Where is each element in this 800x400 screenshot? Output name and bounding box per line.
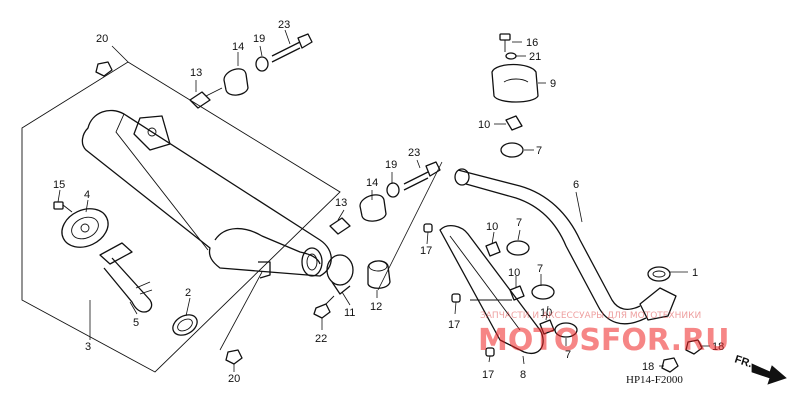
bolt-22 [313,295,335,319]
gasket-1 [647,266,671,282]
sleeve-12 [367,260,391,289]
callout-10-a: 10 [478,119,490,131]
callout-10-c: 10 [508,267,520,279]
callout-17-c: 17 [482,369,494,381]
callout-7-a: 7 [536,145,542,157]
callout-13-mid: 13 [335,197,347,209]
front-arrow-icon [751,363,787,385]
joint-collar [491,63,539,103]
callout-19-top: 19 [253,33,265,45]
callout-labels: 20 13 14 19 23 15 4 2 5 3 20 13 14 19 23… [53,19,724,385]
callout-18-left: 18 [642,361,654,373]
front-direction-label: FR. [733,353,754,370]
callout-15: 15 [53,179,65,191]
gasket-2 [172,314,198,336]
callout-10-b: 10 [486,221,498,233]
heat-shield [439,224,544,355]
front-direction-indicator: FR. [733,353,787,385]
callout-8: 8 [520,369,526,381]
bolt-16 [499,33,511,52]
middle-mount-hardware [329,161,441,235]
callout-11: 11 [344,307,355,319]
spark-arrestor [99,242,153,313]
washer-21 [505,52,517,60]
bolt-15 [53,201,73,213]
callout-6: 6 [573,179,579,191]
callout-18-right: 18 [712,341,724,353]
callout-16: 16 [526,37,538,49]
watermark-brand: MOTOSFOR.RU [478,323,729,358]
callout-17-a: 17 [420,245,432,257]
diagram-code: HP14-F2000 [626,374,683,386]
callout-7-c: 7 [537,263,543,275]
leader-lines [57,29,710,372]
end-cap [61,208,109,248]
callout-19-mid: 19 [385,159,397,171]
callout-23-top: 23 [278,19,290,31]
callout-4: 4 [84,189,90,201]
callout-13-top: 13 [190,67,202,79]
callout-14-mid: 14 [366,177,378,189]
callout-7-b: 7 [516,217,522,229]
nuts-18 [661,339,703,373]
callout-21: 21 [529,51,541,63]
callout-22: 22 [315,333,327,345]
callout-20-top: 20 [96,33,108,45]
callout-10-d: 10 [540,307,552,319]
callout-2: 2 [185,287,191,299]
callout-17-b: 17 [448,319,460,331]
callout-20-bottom: 20 [228,373,240,385]
nut-20-top [95,61,113,77]
callout-12: 12 [370,301,382,313]
band-clips [485,115,578,338]
exhaust-pipe [454,168,677,325]
callout-7-d: 7 [565,349,571,361]
muffler-assembly-frame [21,61,341,373]
callout-23-mid: 23 [408,147,420,159]
nut-20-bottom [225,349,243,365]
callout-3: 3 [85,341,91,353]
clamp-11 [326,254,354,295]
watermark-tagline: ЗАПЧАСТИ И АКСЕССУАРЫ ДЛЯ МОТОТЕХНИКИ [480,311,701,321]
callout-9: 9 [550,78,556,90]
callout-14-top: 14 [232,41,244,53]
upper-mount-hardware [189,33,313,109]
muffler-body [81,109,332,279]
callout-5: 5 [133,317,139,329]
callout-1: 1 [692,267,698,279]
